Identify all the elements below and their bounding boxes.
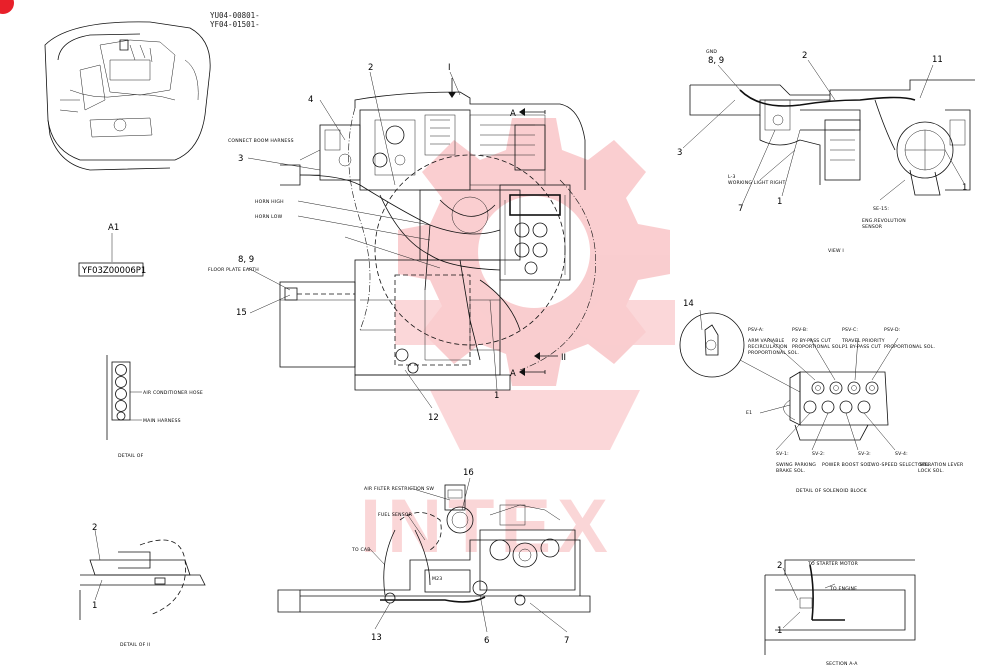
callout-1-view-i-right: 1 xyxy=(962,183,967,193)
callout-ii-main: II xyxy=(561,353,566,363)
label-p2-prop: PROPORTIONAL SOL. xyxy=(792,344,843,350)
callout-1-view-i-left: 1 xyxy=(777,197,782,207)
callout-a-top: A xyxy=(510,109,516,119)
callout-4-main: 4 xyxy=(308,95,313,105)
callout-3-view-i: 3 xyxy=(677,148,682,158)
callout-13: 13 xyxy=(371,633,382,643)
serial-number-2: YF04-01501- xyxy=(210,20,260,29)
label-m23: M23 xyxy=(432,576,442,582)
label-p1-prop: PROPORTIONAL SOL. xyxy=(884,344,935,350)
callout-i-main: I xyxy=(448,63,451,73)
label-connect-boom-harness: CONNECT BOOM HARNESS xyxy=(228,138,294,144)
solenoid-block-drawing xyxy=(679,309,899,451)
label-air-filter: AIR FILTER RESTRICTION SW xyxy=(364,486,434,492)
label-operation-lever: OPERATION LEVER xyxy=(918,462,964,468)
label-proportional-sol-a: PROPORTIONAL SOL. xyxy=(748,350,799,356)
main-plan-view xyxy=(247,71,596,409)
label-e1: E1 xyxy=(746,410,752,416)
callout-8-9-main: 8, 9 xyxy=(238,255,254,265)
label-air-conditioner-hose: AIR CONDITIONER HOSE xyxy=(143,390,203,396)
label-working-light-right: WORKING LIGHT RIGHT xyxy=(728,180,786,186)
callout-3-main: 3 xyxy=(238,154,243,164)
label-se15: SE-15: xyxy=(873,206,889,212)
label-lock-sol: LOCK SOL. xyxy=(918,468,944,474)
label-psv-d: PSV-D: xyxy=(884,327,901,333)
label-p1-bypass: P1 BY-PASS CUT xyxy=(842,344,881,350)
caption-detail-of-ii: DETAIL OF II xyxy=(120,642,150,648)
callout-2-detail-ii: 2 xyxy=(92,523,97,533)
label-gnd: GND xyxy=(706,49,717,55)
label-l3: L-3 xyxy=(728,174,736,180)
callout-7-view-i: 7 xyxy=(738,204,743,214)
label-eng-revolution: ENG.REVOLUTION xyxy=(862,218,906,224)
label-floor-plate-earth: FLOOR PLATE EARTH xyxy=(208,267,259,273)
watermark-text: INTEX xyxy=(360,484,614,569)
label-sensor: SENSOR xyxy=(862,224,883,230)
label-psv-c: PSV-C: xyxy=(842,327,858,333)
detail-ii-drawing xyxy=(79,529,206,620)
part-number-box xyxy=(78,262,144,277)
callout-11-view-i: 11 xyxy=(932,55,943,65)
label-sv2: SV-2: xyxy=(812,451,825,457)
caption-view-i: VIEW I xyxy=(828,248,844,254)
corner-mark-icon xyxy=(0,0,14,14)
caption-section-aa: SECTION A-A xyxy=(826,661,858,667)
label-to-engine: TO ENGINE xyxy=(829,586,857,592)
callout-2-main: 2 xyxy=(368,63,373,73)
label-main-harness: MAIN HARNESS xyxy=(143,418,181,424)
label-horn-high: HORN HIGH xyxy=(255,199,284,205)
caption-detail-solenoid: DETAIL OF SOLENOID BLOCK xyxy=(796,488,867,494)
label-horn-low: HORN LOW xyxy=(255,214,283,220)
callout-a-bottom: A xyxy=(510,369,516,379)
watermark-gear-icon xyxy=(395,118,675,450)
label-sv3: SV-3: xyxy=(858,451,871,457)
label-brake-sol: BRAKE SOL. xyxy=(776,468,805,474)
callout-6: 6 xyxy=(484,636,489,646)
label-travel-priority: TRAVEL PRIORITY xyxy=(841,338,885,344)
callout-8-9-view-i: 8, 9 xyxy=(708,56,724,66)
caption-detail-of: DETAIL OF xyxy=(118,453,144,459)
callout-7-bottom: 7 xyxy=(564,636,569,646)
part-callout: A1 xyxy=(108,223,119,233)
serial-number-1: YU04-00801- xyxy=(210,11,260,20)
callout-15-main: 15 xyxy=(236,308,247,318)
label-sv4: SV-4: xyxy=(895,451,908,457)
label-swing-parking: SWING PARKING xyxy=(776,462,816,468)
view-i-drawing xyxy=(682,59,975,206)
label-to-cab: TO CAB xyxy=(351,547,371,553)
label-psv-b: PSV-B: xyxy=(792,327,808,333)
callout-1-detail-ii: 1 xyxy=(92,601,97,611)
callout-2-section: 2 xyxy=(777,561,782,571)
side-view-drawing xyxy=(277,477,591,633)
callout-12-main: 12 xyxy=(428,413,439,423)
label-psv-a: PSV-A: xyxy=(748,327,764,333)
isometric-machine-view xyxy=(44,21,211,171)
callout-16: 16 xyxy=(463,468,474,478)
label-sv1: SV-1: xyxy=(776,451,789,457)
part-number: YF03Z00006P1 xyxy=(81,266,146,276)
label-fuel-sensor: FUEL SENSOR xyxy=(378,512,413,518)
callout-1-main: 1 xyxy=(494,391,499,401)
callout-2-view-i: 2 xyxy=(802,51,807,61)
label-p2-bypass: P2 BY-PASS CUT xyxy=(792,338,831,344)
label-power-boost: POWER BOOST SOL. xyxy=(822,462,872,468)
callout-1-section: 1 xyxy=(777,626,782,636)
label-recirculation: RECIRCULATION xyxy=(748,344,787,350)
label-two-speed: TWO-SPEED SELECT SOL. xyxy=(867,462,931,468)
callout-14: 14 xyxy=(683,299,694,309)
label-arm-variable: ARM VARIABLE xyxy=(748,338,784,344)
detail-connector-column xyxy=(106,355,142,440)
section-aa-drawing xyxy=(764,559,916,655)
label-to-starter-motor: TO STARTER MOTOR xyxy=(807,561,859,567)
